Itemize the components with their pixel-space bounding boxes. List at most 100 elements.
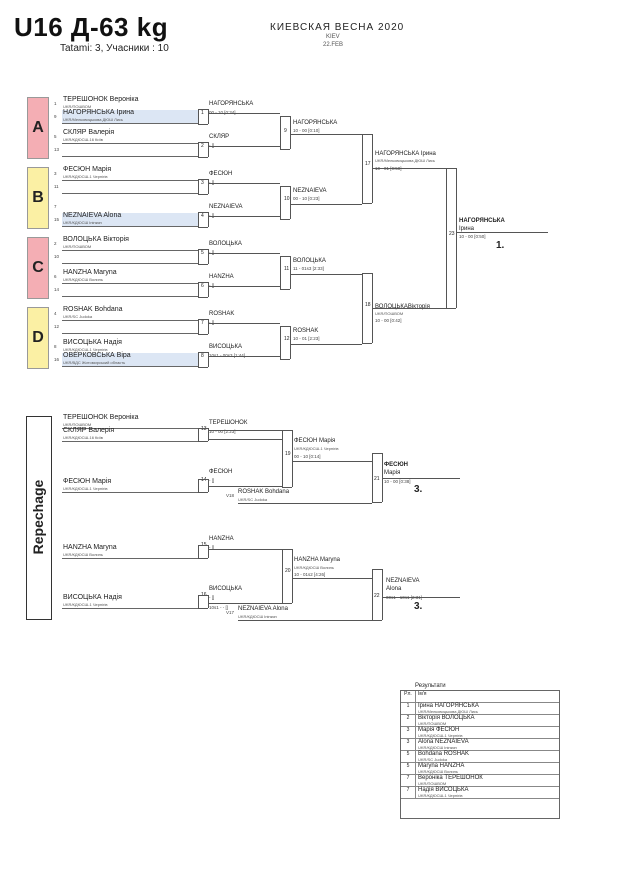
- seed-number: 11: [54, 184, 59, 189]
- bracket-line: [208, 549, 282, 550]
- bracket-line: [280, 256, 290, 257]
- event-name: КИЕВСКАЯ ВЕСНА 2020: [270, 22, 405, 33]
- rank-header: Рл.: [401, 691, 416, 703]
- bracket-line: [280, 186, 281, 219]
- seed-number: 2: [54, 241, 57, 246]
- semifinal-winner: НАГОРЯНСЬКА Ірина: [375, 151, 436, 157]
- event-city: KIEV: [326, 34, 340, 40]
- match-score: - []: [209, 250, 214, 255]
- entry-club: UKR/КДЮСШ Іпінкяп: [63, 220, 102, 225]
- bracket-line: [198, 367, 208, 368]
- bracket-line: [446, 308, 456, 309]
- pool-b-label: B: [27, 167, 49, 229]
- match-winner: ВИСОЦЬКА: [209, 344, 243, 350]
- match-score: 10 - 01s2 [4:26]: [294, 572, 326, 577]
- seed-number: 13: [54, 147, 60, 152]
- semifinal-score: 10 - 00 [0:42]: [375, 318, 402, 323]
- entry-club: UKR/КДЮСШ-1 Чернігів: [63, 347, 108, 352]
- bracket-line: [290, 256, 291, 289]
- match-score: 10 - 00 [0:38]: [384, 479, 411, 484]
- bracket-entry: [62, 320, 198, 334]
- match-winner: ФЕСЮН: [209, 469, 233, 475]
- match-winner: НАГОРЯНСЬКА: [293, 120, 338, 126]
- semifinal-club: UKR/Мелковицькова ДЮШ Лись: [375, 158, 436, 163]
- bracket-line: [198, 558, 208, 559]
- bracket-line: [208, 253, 280, 254]
- bracket-line: [290, 116, 291, 149]
- match-score: 10 - 00 [2:23]: [209, 429, 236, 434]
- bracket-line: [208, 323, 280, 324]
- bracket-entry: [62, 250, 198, 264]
- bracket-line: [362, 273, 372, 274]
- seed-number: 5: [54, 134, 57, 139]
- pool-c-label: C: [27, 237, 49, 299]
- bronze-winner-firstname: Alona: [386, 586, 402, 592]
- match-number: 4: [201, 213, 204, 219]
- bracket-line: [208, 212, 209, 227]
- bracket-line: [280, 149, 290, 150]
- bracket-line: [290, 133, 362, 135]
- bracket-entry: [62, 180, 198, 194]
- match-number: 19: [285, 451, 291, 457]
- seed-number: 10: [54, 254, 60, 259]
- bracket-line: [198, 428, 199, 441]
- match-number: 6: [201, 283, 204, 289]
- bracket-line: [198, 334, 208, 335]
- seed-number: 12: [54, 324, 60, 329]
- result-club: UKR/КДЮСШ-1 Чернігів: [418, 733, 463, 738]
- bracket-line: [280, 116, 281, 149]
- repechage-box: [26, 416, 52, 620]
- match-winner: ВОЛОЦЬКА: [293, 258, 326, 264]
- result-name: Ірина НАГОРЯНСЬКА: [418, 703, 479, 709]
- bracket-line: [456, 168, 457, 308]
- result-name: Вікторія ВОЛОЦЬКА: [418, 715, 475, 721]
- bracket-line: [208, 142, 209, 157]
- bracket-line: [198, 142, 199, 157]
- bracket-line: [372, 453, 382, 454]
- bracket-line: [290, 186, 291, 219]
- entry-name: ВОЛОЦЬКА Вікторія: [63, 236, 129, 243]
- result-rank: 2: [401, 714, 416, 727]
- entry-name: NEZNAIEVA Alona: [63, 212, 122, 219]
- bracket-line: [280, 359, 290, 360]
- result-name: Maryna HANZHA: [418, 763, 465, 769]
- seed-number: 4: [54, 311, 57, 316]
- match-winner: СКЛЯР: [209, 134, 230, 140]
- event-date: 22.FEB: [323, 42, 344, 48]
- bracket-line: [282, 603, 292, 604]
- results-header: Рл. Ім'я: [401, 691, 559, 703]
- match-number: 18: [365, 302, 371, 308]
- bracket-line: [280, 326, 281, 359]
- bracket-line: [198, 109, 208, 110]
- match-number: 7: [201, 320, 204, 326]
- bracket-line: [208, 249, 209, 264]
- seed-number: 6: [54, 274, 57, 279]
- match-winner-club: UKR/КДЮСШ Волинь: [294, 565, 334, 570]
- bracket-line: [362, 134, 363, 203]
- bracket-line: [208, 113, 280, 114]
- bracket-line: [198, 319, 208, 320]
- bracket-line: [208, 439, 282, 440]
- bracket-line: [456, 232, 548, 233]
- entry-name: HANZHA Maryna: [63, 269, 117, 276]
- bracket-line: [198, 352, 208, 353]
- bracket-line: [198, 179, 208, 180]
- bracket-line: [198, 282, 208, 283]
- bracket-line: [198, 124, 208, 125]
- bracket-line: [208, 146, 280, 147]
- bracket-line: [198, 595, 208, 596]
- entry-club: UKR/ПОШВОМ: [63, 104, 92, 109]
- match-score: - []: [209, 478, 215, 483]
- bracket-line: [198, 282, 199, 297]
- bracket-line: [198, 142, 208, 143]
- bracket-line: [238, 503, 372, 504]
